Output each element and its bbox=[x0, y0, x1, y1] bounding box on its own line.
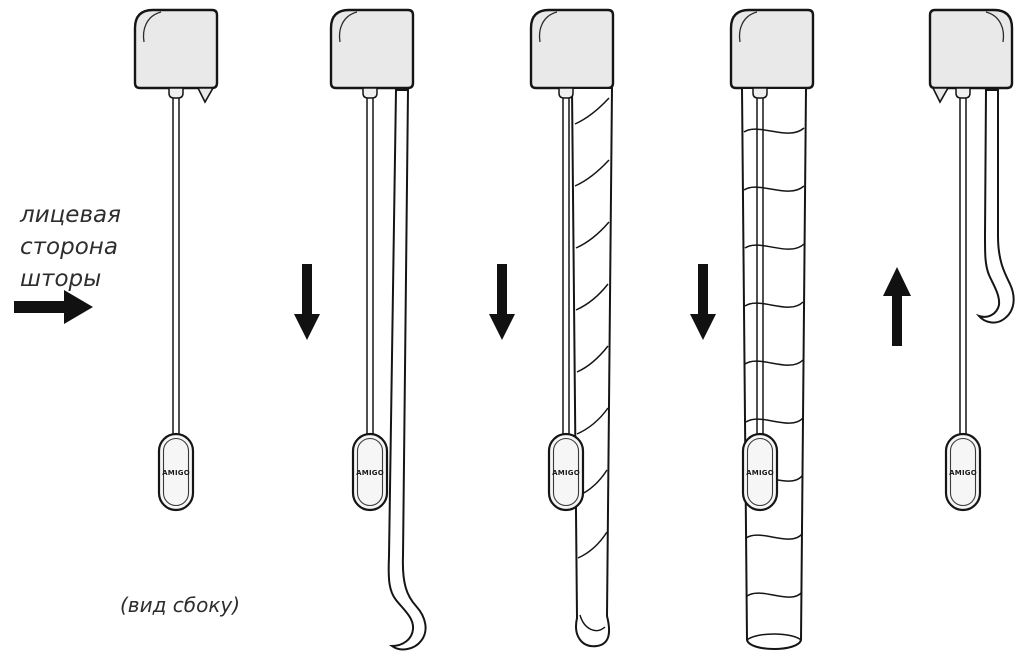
arrow-down-step-2-icon bbox=[294, 264, 320, 340]
roll-wave-stripes bbox=[743, 127, 805, 598]
handle-brand-label: AMIGO bbox=[162, 469, 190, 477]
handle-capsule-inner bbox=[552, 437, 580, 507]
fabric-strip bbox=[387, 89, 427, 651]
handle-brand-label: AMIGO bbox=[356, 469, 384, 477]
front-side-label-line3: шторы bbox=[20, 266, 101, 292]
cord-fitting bbox=[362, 87, 378, 99]
cord-fitting bbox=[752, 87, 768, 99]
arrow-up-step-5-icon bbox=[883, 267, 911, 346]
cord-fitting bbox=[955, 87, 971, 99]
handle-capsule-inner bbox=[356, 437, 384, 507]
cord-fitting bbox=[168, 87, 184, 99]
panel-step-2: AMIGO bbox=[329, 8, 427, 651]
mounting-flap bbox=[196, 87, 215, 104]
roll-bottom-rim bbox=[746, 633, 802, 641]
handle-brand-label: AMIGO bbox=[746, 469, 774, 477]
cassette-profile-curve bbox=[338, 11, 358, 43]
panel-step-5: AMIGO bbox=[928, 8, 1015, 512]
handle-capsule-inner bbox=[162, 437, 190, 507]
handle-capsule bbox=[547, 432, 585, 512]
mounting-flap bbox=[931, 87, 950, 104]
cassette-box bbox=[928, 8, 1014, 90]
handle-capsule bbox=[351, 432, 389, 512]
view-caption: (вид сбоку) bbox=[120, 593, 240, 617]
front-side-label-line2: сторона bbox=[20, 234, 118, 260]
panel-step-4: AMIGO bbox=[729, 8, 815, 650]
fabric-roll bbox=[740, 87, 808, 650]
cassette-profile-curve bbox=[538, 11, 558, 43]
panel-step-1: AMIGO bbox=[133, 8, 219, 512]
cassette-box bbox=[329, 8, 415, 90]
handle-capsule-inner bbox=[949, 437, 977, 507]
cassette-profile-curve bbox=[738, 11, 758, 43]
panel-step-3: AMIGO bbox=[529, 8, 615, 648]
cassette-profile-curve bbox=[142, 11, 162, 43]
front-side-label-line1: лицевая bbox=[19, 202, 121, 228]
handle-capsule bbox=[944, 432, 982, 512]
roll-spiral-stripes bbox=[574, 97, 610, 559]
front-side-arrow-right-icon bbox=[14, 290, 93, 324]
handle-capsule bbox=[157, 432, 195, 512]
roll-bottom-flap-line bbox=[579, 614, 606, 632]
handle-brand-label: AMIGO bbox=[552, 469, 580, 477]
handle-brand-label: AMIGO bbox=[949, 469, 977, 477]
cord-fitting bbox=[558, 87, 574, 99]
fabric-roll bbox=[570, 87, 614, 648]
cassette-profile-curve bbox=[985, 11, 1005, 43]
fabric-strip bbox=[975, 89, 1015, 324]
cassette-box bbox=[729, 8, 815, 90]
handle-capsule bbox=[741, 432, 779, 512]
arrow-down-step-4-icon bbox=[690, 264, 716, 340]
handle-capsule-inner bbox=[746, 437, 774, 507]
arrow-down-step-3-icon bbox=[489, 264, 515, 340]
front-side-annotation: лицевая сторона шторы bbox=[14, 202, 121, 324]
